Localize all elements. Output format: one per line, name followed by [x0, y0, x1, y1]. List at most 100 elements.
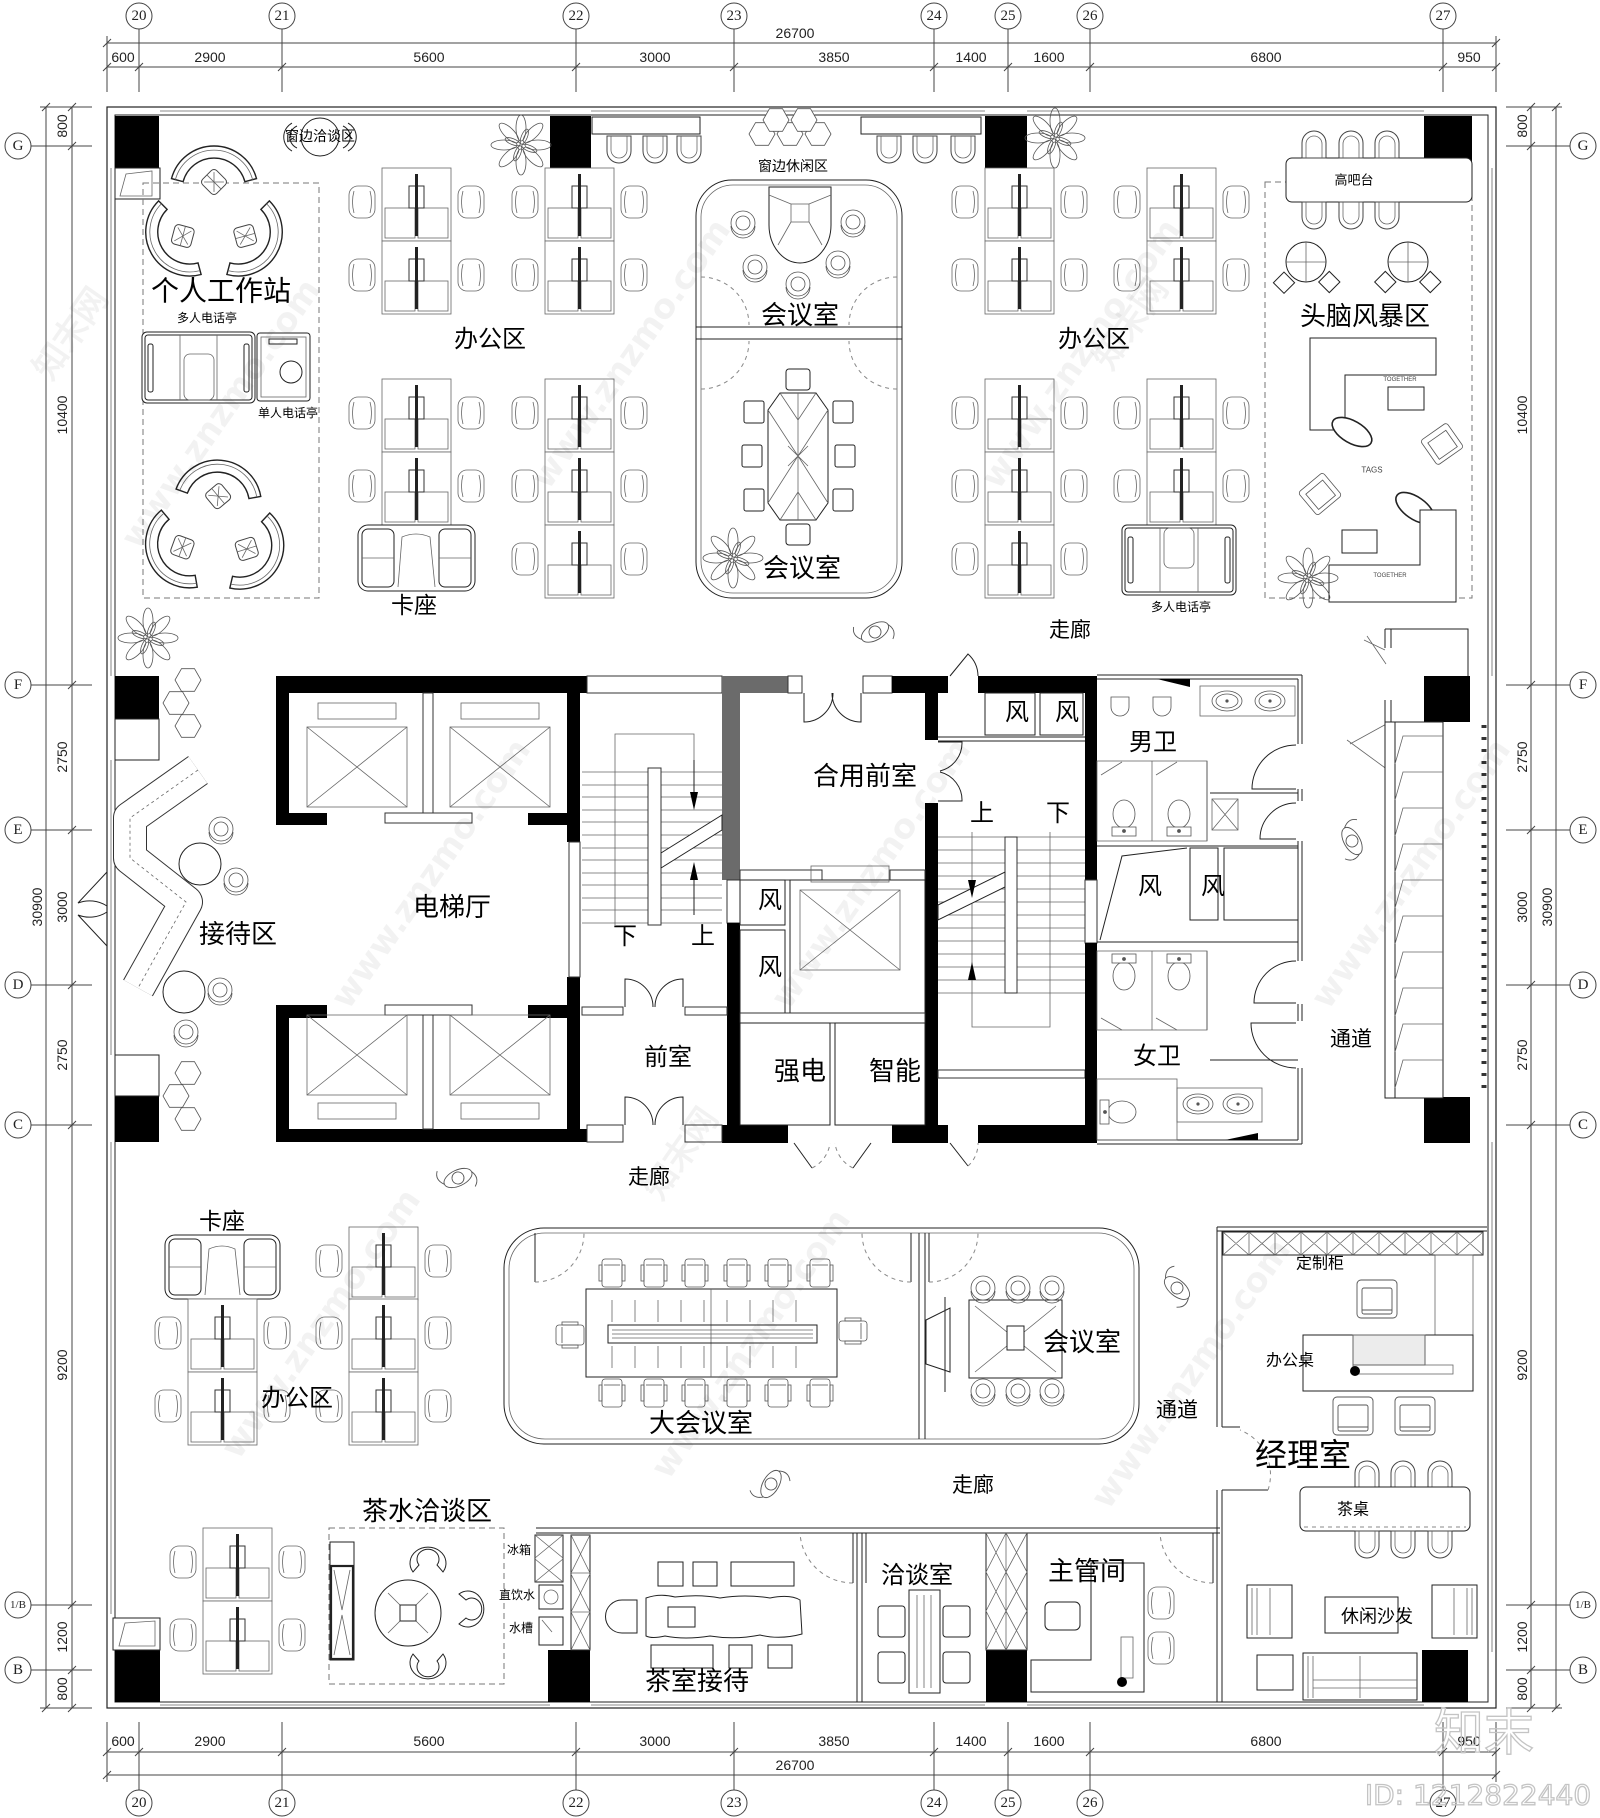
- desk-row: [349, 241, 484, 314]
- stool: [1317, 270, 1341, 294]
- chair: [605, 1599, 638, 1634]
- label-smart-room: 智能: [869, 1057, 921, 1087]
- wall: [892, 1125, 948, 1143]
- office-chair: [199, 167, 229, 197]
- axis-label: 21: [275, 8, 290, 24]
- power-room: [739, 1022, 831, 1126]
- axis-label: 1/B: [1575, 1599, 1591, 1611]
- tea-reception-room: 茶室接待: [605, 1532, 854, 1697]
- fridge: [534, 1534, 564, 1583]
- stool: [1418, 270, 1442, 294]
- bar-chair: [606, 135, 632, 164]
- armchair: [1431, 1584, 1478, 1639]
- axis-bubble: [4, 1656, 32, 1684]
- axis-bubble: [1429, 1789, 1457, 1817]
- lounge-chair: [173, 1019, 199, 1048]
- meeting-chair: [555, 1321, 585, 1349]
- wall: [722, 1125, 788, 1143]
- plant-icon: [117, 607, 179, 669]
- bar-chair: [876, 135, 902, 164]
- desk-top-inlay: [1352, 1334, 1426, 1366]
- zone-north-center: 窗边休闲区 会议室 会议室: [695, 108, 982, 655]
- dimension-lines-bottom: [102, 1722, 1501, 1790]
- watermark-brand: 知末网: [25, 280, 116, 386]
- column: [115, 1096, 159, 1142]
- column: [115, 1650, 160, 1702]
- office-chair: [1044, 1601, 1081, 1631]
- lounge-chair: [208, 816, 234, 845]
- curved-desk: [226, 510, 300, 605]
- axis-label: 27: [1436, 1795, 1452, 1811]
- guest-chair: [1147, 1586, 1175, 1620]
- wall: [925, 803, 938, 1125]
- column: [1424, 676, 1470, 722]
- side-table: [692, 1561, 718, 1587]
- sink-icon: [1222, 1093, 1254, 1115]
- window-lines: [110, 110, 1493, 1706]
- executive-chair: [1356, 1279, 1398, 1319]
- booth-partitions: [179, 335, 218, 400]
- label-sink: 水槽: [509, 1621, 533, 1635]
- cable-trough: [607, 1324, 818, 1344]
- multi-person-phone-booth: [141, 331, 256, 404]
- dimension-segment: 800: [54, 1677, 70, 1701]
- wall-panel: [581, 1006, 624, 1016]
- chair: [743, 488, 765, 512]
- tea-stool: [1354, 1530, 1380, 1559]
- doors: [793, 653, 979, 1169]
- hexagon-icon: [174, 668, 202, 692]
- dimension-segment: 1200: [54, 1621, 70, 1652]
- dimension-segment: 9200: [1514, 1349, 1530, 1380]
- round-table: [178, 842, 222, 886]
- table-center: [790, 203, 810, 223]
- lounge-chair: [1419, 422, 1465, 466]
- stool: [728, 1644, 753, 1669]
- axis-bubble: [1429, 2, 1457, 30]
- tea-tray: [667, 1606, 696, 1628]
- sofa-table: [169, 1245, 276, 1296]
- guest-chair: [1394, 1396, 1436, 1436]
- zone-northwest: 窗边洽谈区 个人工作站 多人电话亭 单人电话亭: [117, 114, 702, 1131]
- dimension-lines-right: [1506, 102, 1570, 1713]
- axis-bubble: [1569, 971, 1597, 999]
- label-multi-phone-booth-ne: 多人电话亭: [1151, 599, 1211, 614]
- dimension-segment: 1600: [1033, 49, 1064, 65]
- label-anteroom: 前室: [644, 1043, 692, 1071]
- desk-row: [952, 168, 1087, 241]
- window-meeting-table: [283, 117, 357, 157]
- east-passage-ramp: [1346, 628, 1469, 1099]
- armchair-lines: [1453, 1588, 1473, 1635]
- booth-seat: [147, 343, 154, 393]
- sink-icon: [1211, 690, 1243, 712]
- office-chair: [233, 535, 260, 562]
- counter: [860, 116, 982, 135]
- label-power-room: 强电: [774, 1057, 826, 1087]
- fridge-mark: [534, 1534, 564, 1583]
- booth-table: [183, 353, 215, 401]
- dimension-segment: 950: [1457, 49, 1481, 65]
- tea-stool: [1427, 1460, 1453, 1489]
- chair: [877, 1605, 906, 1638]
- label-meeting-room-upper: 会议室: [761, 301, 839, 331]
- bar-stool: [1301, 130, 1327, 159]
- restroom-walls: [1097, 674, 1303, 1145]
- meeting-chair: [838, 1317, 868, 1345]
- shower: [1211, 798, 1239, 831]
- dimension-segment: 2750: [1514, 741, 1530, 772]
- column: [986, 1650, 1027, 1702]
- sink-icon: [1182, 1093, 1214, 1115]
- zone-core: 电梯厅 下 上 前室: [276, 628, 1469, 1169]
- chair: [942, 1605, 971, 1638]
- label-booth-seating-sw: 卡座: [199, 1209, 245, 1235]
- urinal-icon: [1152, 696, 1172, 717]
- desk-row: [170, 1528, 305, 1601]
- axis-label: D: [1578, 977, 1589, 993]
- bench: [329, 1541, 355, 1661]
- wall: [978, 1125, 1097, 1143]
- elevator-car-icon: [306, 1014, 408, 1120]
- table-divisions: [1286, 242, 1428, 282]
- axis-bubble: [268, 1789, 296, 1817]
- dimension-segment: 800: [1514, 114, 1530, 138]
- label-stair-down: 下: [1046, 799, 1070, 827]
- vanity-counter: [1176, 1087, 1263, 1123]
